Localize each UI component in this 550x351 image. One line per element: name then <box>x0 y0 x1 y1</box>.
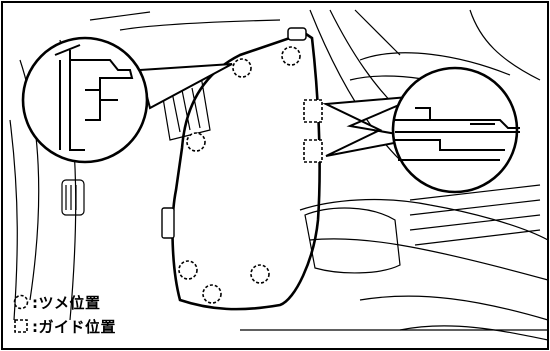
guide-markers <box>303 99 323 163</box>
left-tab <box>161 207 175 239</box>
legend-claw: :ツメ位置 <box>12 292 101 312</box>
claw-marker <box>281 46 301 66</box>
guide-marker <box>303 99 323 123</box>
legend-guide-label: :ガイド位置 <box>32 317 116 336</box>
legend-guide: :ガイド位置 <box>12 316 116 336</box>
guide-marker <box>303 139 323 163</box>
claw-marker <box>202 284 222 304</box>
top-tab <box>287 27 307 41</box>
door-trim-panel-outline <box>171 28 321 311</box>
claw-marker <box>178 260 198 280</box>
guide-detail-callout <box>322 66 520 194</box>
claw-marker <box>250 264 270 284</box>
claw-marker <box>186 132 206 152</box>
dashed-square-icon <box>14 319 28 333</box>
claw-detail-callout <box>21 36 233 164</box>
dashed-circle-icon <box>13 294 29 310</box>
claw-marker <box>232 58 252 78</box>
claw-markers <box>178 46 301 304</box>
legend-claw-label: :ツメ位置 <box>32 293 101 312</box>
